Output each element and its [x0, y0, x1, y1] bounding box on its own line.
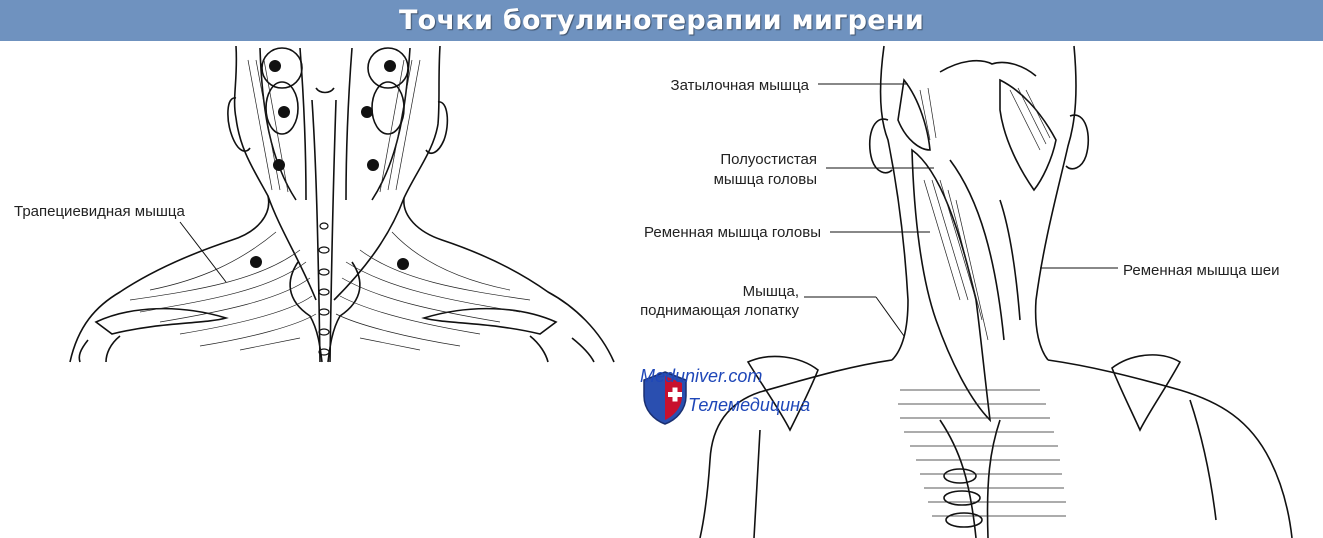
watermark: Meduniver.com Телемедицина	[640, 366, 850, 426]
leader-lines-right	[804, 83, 1118, 337]
page-title: Точки ботулинотерапии мигрени	[398, 5, 925, 36]
title-bar: Точки ботулинотерапии мигрени	[0, 0, 1323, 41]
label-semispinalis-line2: мышца головы	[713, 171, 817, 188]
watermark-site: Meduniver.com	[640, 366, 763, 386]
injection-point	[367, 159, 379, 171]
label-semispinalis-line1: Полуостистая	[720, 151, 817, 168]
label-occipital: Затылочная мышца	[670, 77, 809, 94]
injection-point	[250, 256, 262, 268]
shield-cross-icon	[643, 371, 687, 425]
injection-point	[397, 258, 409, 270]
left-muscle-fibers	[129, 59, 531, 351]
right-muscle-fibers	[898, 87, 1066, 517]
injection-point	[278, 106, 290, 118]
leader-line-trapezius	[179, 221, 227, 283]
left-neck-figure	[69, 45, 615, 363]
label-trapezius: Трапециевидная мышца	[14, 203, 185, 220]
watermark-subtitle: Телемедицина	[688, 395, 811, 415]
injection-point	[273, 159, 285, 171]
injection-points	[250, 60, 409, 270]
injection-point	[361, 106, 373, 118]
label-splenius-capitis: Ременная мышца головы	[644, 224, 821, 241]
injection-point	[269, 60, 281, 72]
label-levator-line1: Мышца,	[742, 283, 799, 300]
label-levator-line2: поднимающая лопатку	[640, 302, 799, 319]
label-splenius-cervicis: Ременная мышца шеи	[1123, 262, 1280, 279]
right-head-figure	[699, 45, 1293, 538]
spinous-processes	[318, 222, 330, 356]
injection-point	[384, 60, 396, 72]
